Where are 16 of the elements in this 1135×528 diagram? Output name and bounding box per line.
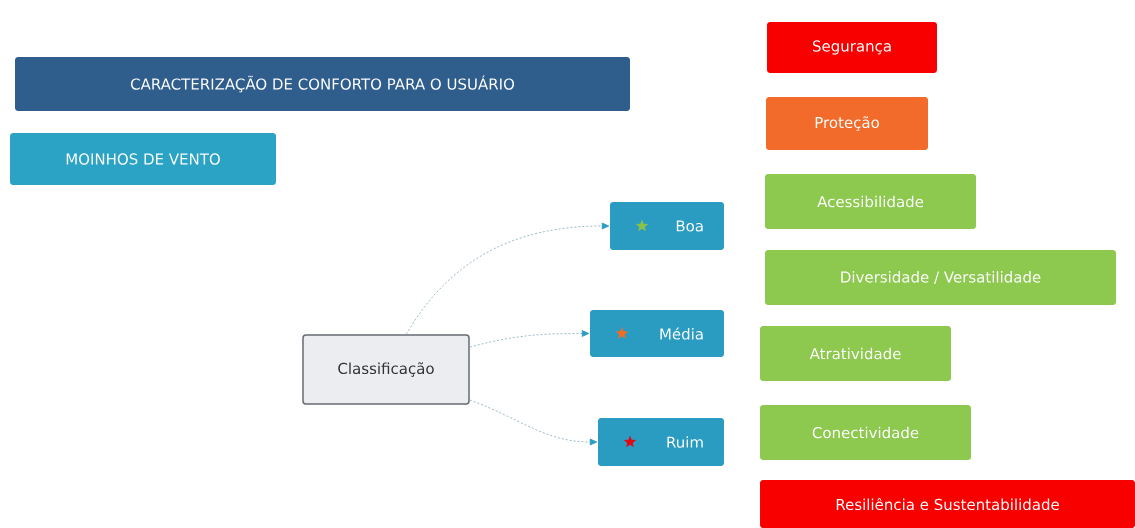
criterion-box: Conectividade	[760, 405, 971, 460]
process-box: Classificação	[302, 334, 470, 405]
criterion-box: Segurança	[767, 22, 937, 73]
arrow	[405, 222, 610, 335]
rating-box: Boa	[610, 202, 724, 250]
heading-box: MOINHOS DE VENTO	[10, 133, 276, 185]
criterion-box: Atratividade	[760, 326, 951, 381]
criterion-box: Proteção	[766, 97, 928, 150]
arrow	[469, 399, 598, 446]
rating-box: Média	[590, 310, 724, 357]
arrow	[469, 330, 590, 348]
criterion-box: Resiliência e Sustentabilidade	[760, 480, 1135, 528]
criterion-box: Acessibilidade	[765, 174, 976, 229]
criterion-box: Diversidade / Versatilidade	[765, 250, 1116, 305]
rating-box: Ruim	[598, 418, 724, 466]
title-box: CARACTERIZAÇÃO DE CONFORTO PARA O USUÁRIO	[15, 57, 630, 111]
